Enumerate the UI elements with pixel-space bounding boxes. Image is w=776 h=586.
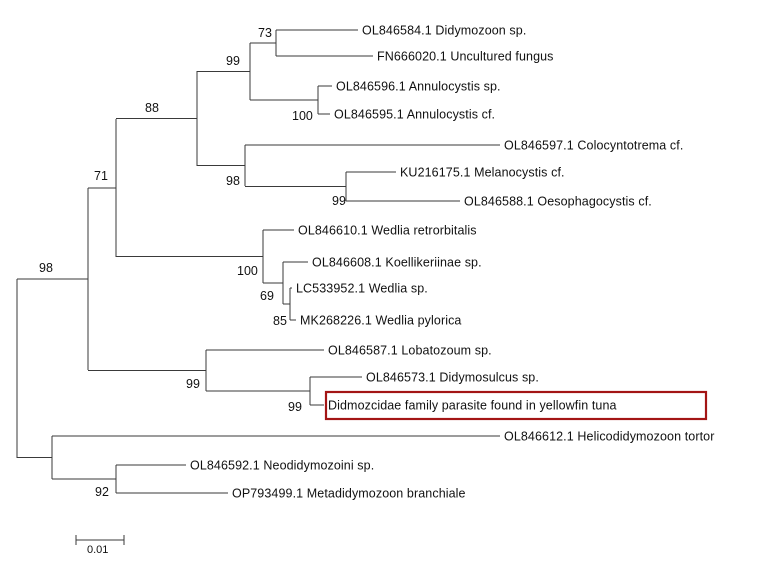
taxon-label: OL846596.1 Annulocystis sp. — [336, 80, 501, 94]
scale-bar: 0.01 — [75, 535, 125, 556]
taxon-label: OL846597.1 Colocyntotrema cf. — [504, 139, 683, 153]
bootstrap-value: 100 — [237, 264, 258, 278]
bootstrap-value: 98 — [39, 261, 53, 275]
taxon-labels: OL846584.1 Didymozoon sp. FN666020.1 Uncu… — [190, 24, 714, 501]
bootstrap-value: 98 — [226, 174, 240, 188]
taxon-label: OL846587.1 Lobatozoum sp. — [328, 344, 492, 358]
taxon-label: OL846608.1 Koellikeriinae sp. — [312, 256, 482, 270]
taxon-label: FN666020.1 Uncultured fungus — [377, 50, 554, 64]
taxon-label: OL846610.1 Wedlia retrorbitalis — [298, 224, 477, 238]
taxon-label: OL846588.1 Oesophagocystis cf. — [464, 195, 652, 209]
taxon-label: KU216175.1 Melanocystis cf. — [400, 166, 565, 180]
taxon-label: OL846595.1 Annulocystis cf. — [334, 108, 495, 122]
bootstrap-value: 99 — [332, 194, 346, 208]
scale-bar-label: 0.01 — [87, 544, 108, 556]
bootstrap-value: 99 — [226, 54, 240, 68]
bootstrap-value: 69 — [260, 289, 274, 303]
taxon-label: OL846612.1 Helicodidymozoon tortor — [504, 430, 714, 444]
highlight-layer — [324, 390, 708, 421]
bootstrap-value: 85 — [273, 314, 287, 328]
highlighted-taxon-label: Didmozcidae family parasite found in yel… — [328, 399, 617, 413]
bootstrap-value: 99 — [186, 377, 200, 391]
taxon-label: OL846573.1 Didymosulcus sp. — [366, 371, 539, 385]
taxon-label: OP793499.1 Metadidymozoon branchiale — [232, 487, 466, 501]
bootstrap-value: 71 — [94, 169, 108, 183]
bootstrap-value: 100 — [292, 109, 313, 123]
taxon-label: OL846584.1 Didymozoon sp. — [362, 24, 526, 38]
bootstrap-value: 99 — [288, 400, 302, 414]
highlighted-taxon-box — [324, 390, 708, 421]
bootstrap-value: 88 — [145, 101, 159, 115]
bootstrap-value: 92 — [95, 485, 109, 499]
taxon-label: LC533952.1 Wedlia sp. — [296, 282, 428, 296]
taxon-label: OL846592.1 Neodidymozoini sp. — [190, 459, 374, 473]
tree-branches — [16, 29, 500, 494]
bootstrap-value: 73 — [258, 26, 272, 40]
taxon-label: MK268226.1 Wedlia pylorica — [300, 314, 462, 328]
